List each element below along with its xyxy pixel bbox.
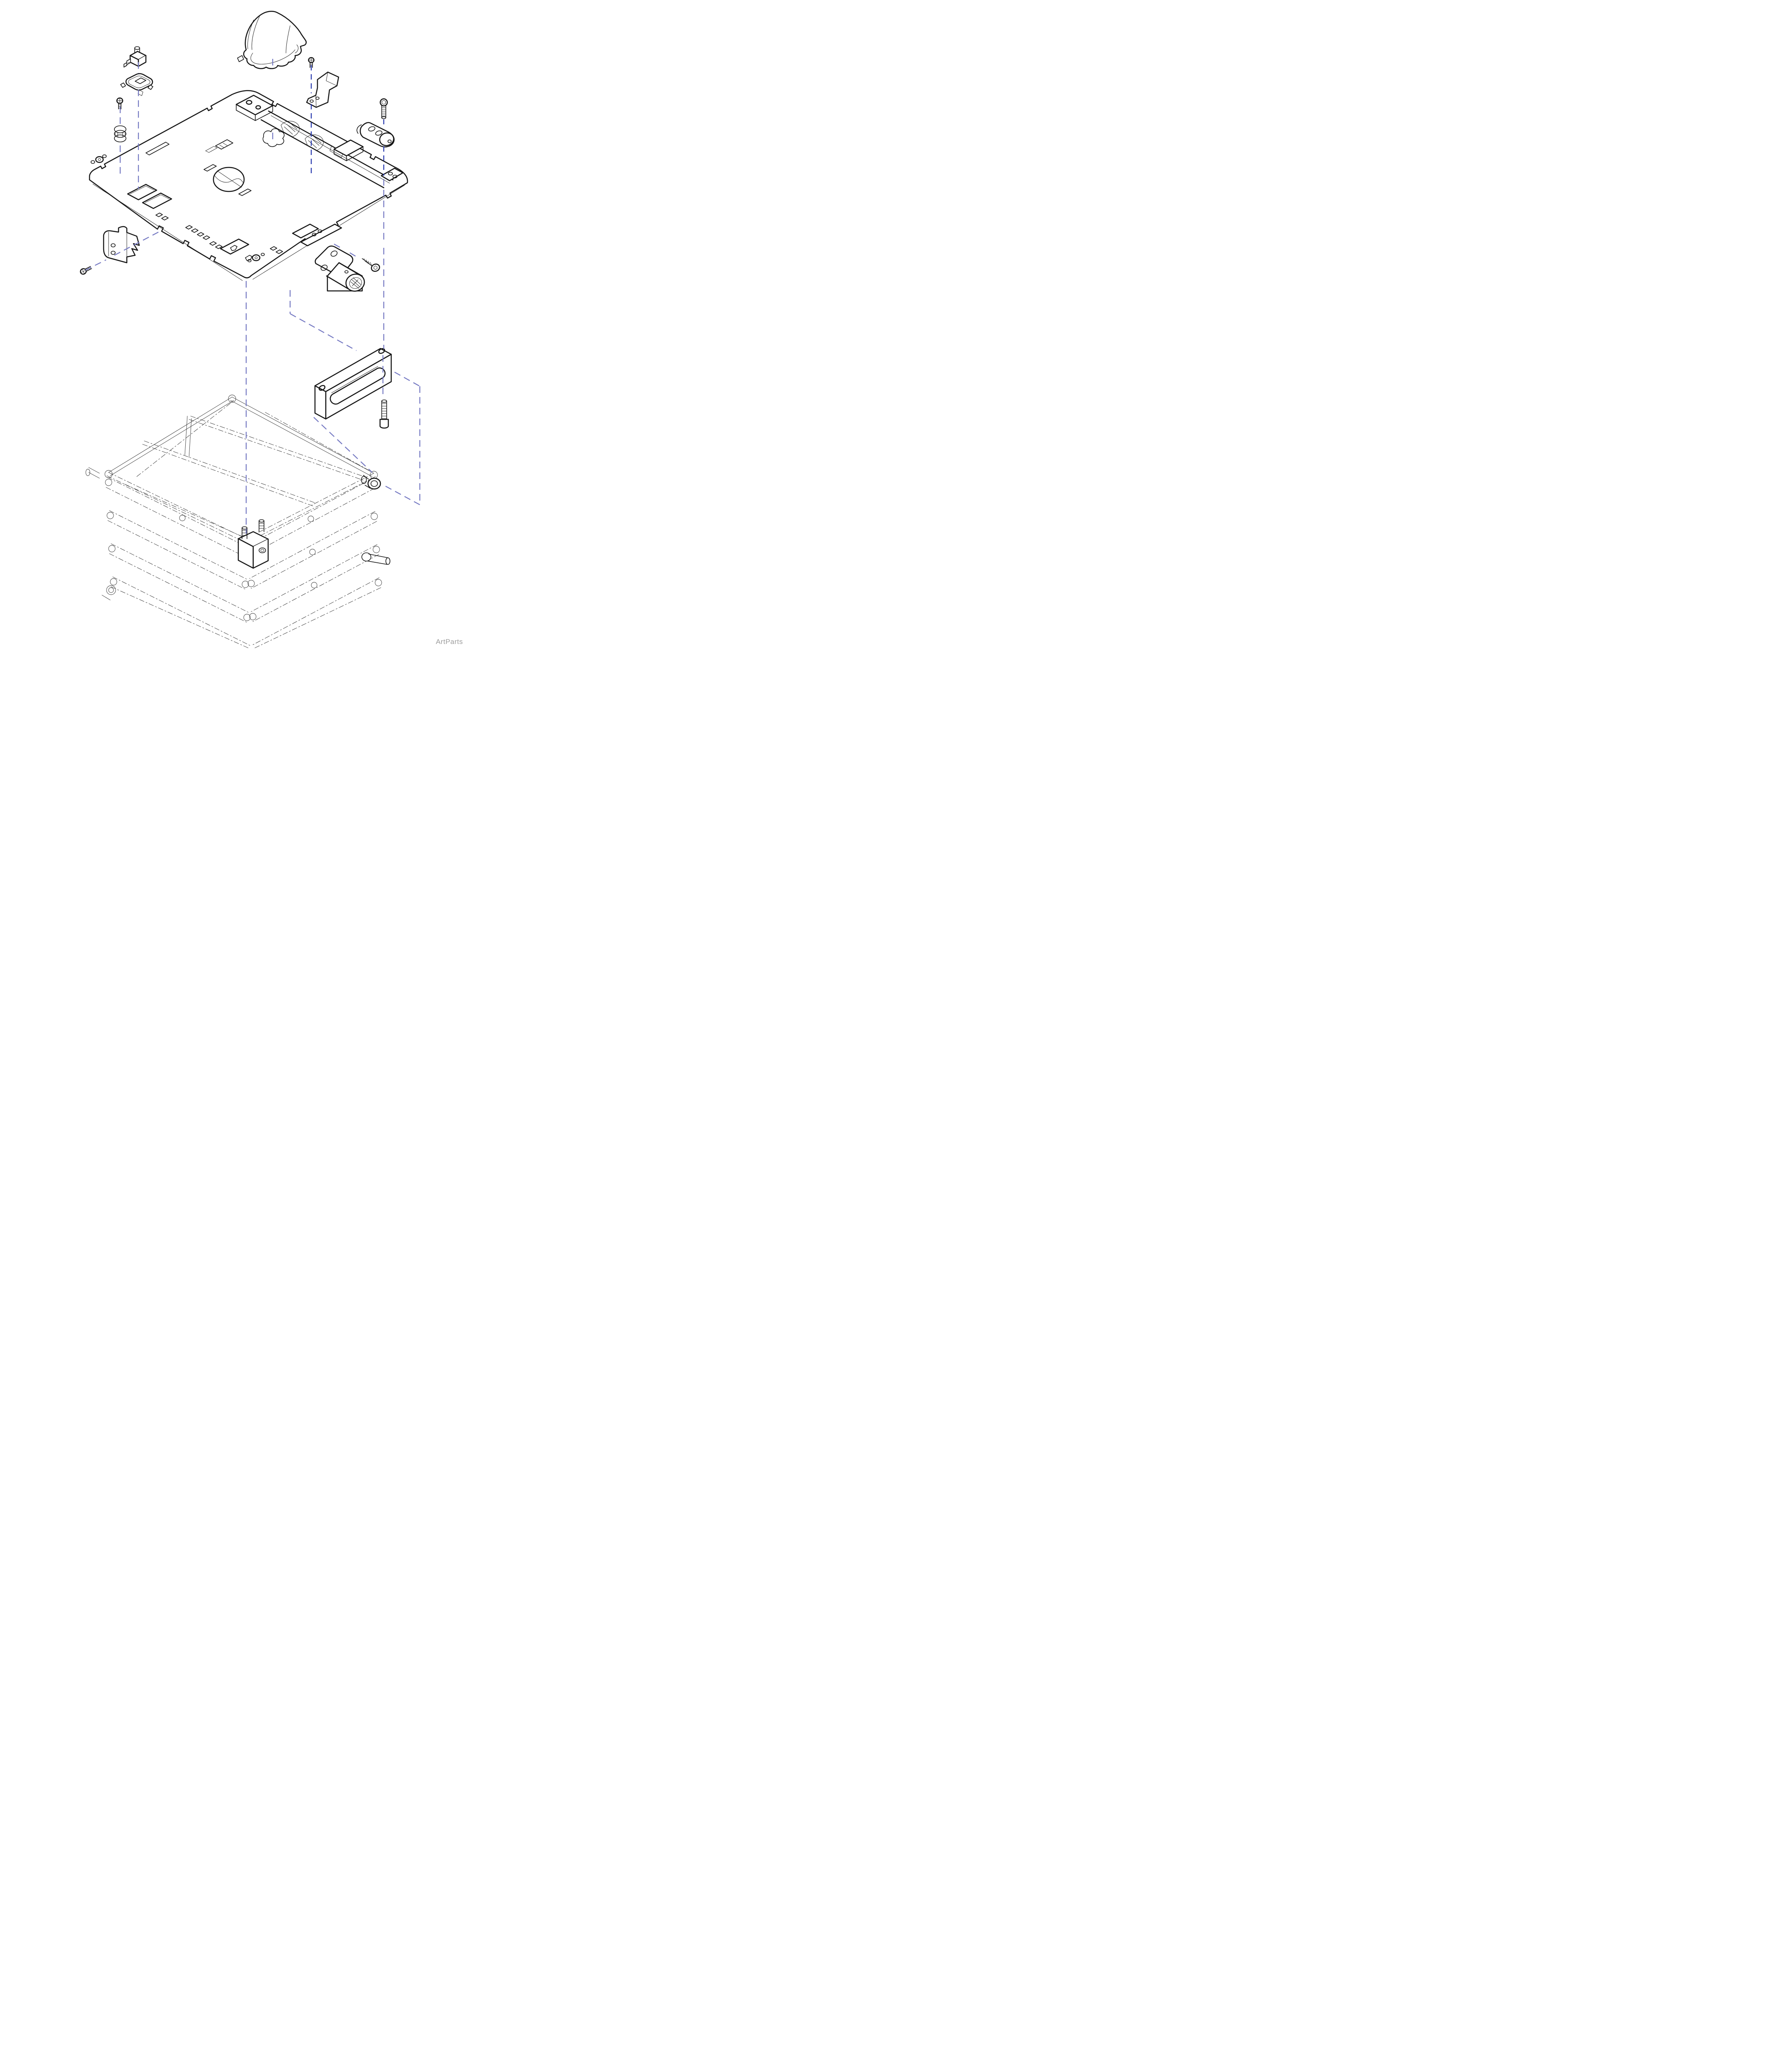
base-plate — [89, 90, 408, 281]
stud-terminal-block — [237, 519, 269, 569]
slot-cutout — [145, 142, 170, 155]
threaded-stud — [379, 399, 389, 429]
assembly-axis-lines — [310, 65, 385, 176]
interlock-switch — [124, 46, 147, 68]
hub-landing-bracket — [300, 223, 342, 247]
flat-head-screw — [362, 258, 380, 272]
socket-head-cap-screw — [380, 98, 388, 119]
diagram-canvas: ArtParts — [0, 0, 469, 649]
slotted-stop-bar — [314, 348, 392, 420]
corner-bracket — [103, 226, 140, 264]
scissor-frame — [85, 395, 390, 649]
frame-pivot-pin — [361, 475, 381, 490]
pivot-pin-block — [356, 122, 395, 148]
assembly-route-lines — [85, 59, 421, 534]
splined-bushing — [315, 245, 365, 292]
switch-bezel — [120, 73, 153, 96]
frame-shaft-pin — [361, 552, 390, 565]
cover-boot — [237, 10, 307, 69]
compression-spring — [114, 125, 126, 143]
center-opening — [203, 164, 252, 196]
punch-holes — [155, 213, 283, 254]
threaded-stud-right — [259, 519, 264, 532]
clover-cutout — [262, 128, 285, 147]
scallop-cutout-1 — [281, 121, 300, 137]
hold-down-clamp — [306, 71, 339, 108]
watermark: ArtParts — [436, 638, 463, 646]
boot-tab — [237, 55, 244, 62]
spring-seat-boss — [90, 154, 107, 164]
exploded-view-drawing — [80, 10, 421, 649]
clamp-screw — [308, 57, 315, 68]
